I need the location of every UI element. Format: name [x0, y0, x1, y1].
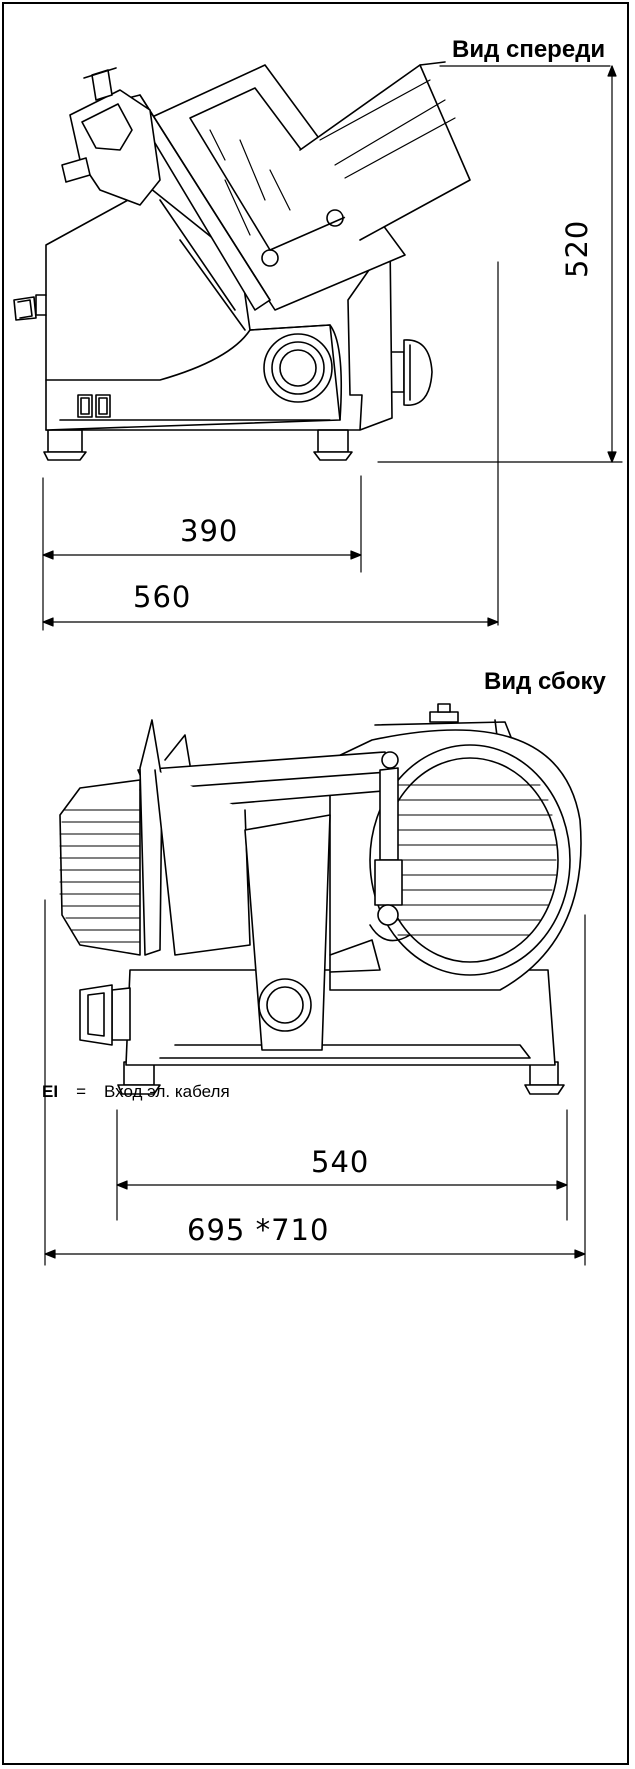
front-view-machine	[13, 61, 471, 461]
front-view-dimensions	[42, 65, 623, 631]
side-view-machine	[59, 703, 582, 1095]
dim-side-base-540: 540	[311, 1145, 370, 1179]
legend-text: Вход эл. кабеля	[104, 1082, 230, 1101]
dim-height-520: 520	[560, 219, 594, 278]
side-view-title: Вид сбоку	[484, 668, 606, 695]
front-view-title: Вид спереди	[452, 36, 606, 63]
dim-front-base-390: 390	[180, 514, 239, 548]
dim-side-total-695-710: 695 *710	[187, 1213, 330, 1247]
side-view-dimensions	[44, 899, 586, 1266]
legend-equals: =	[76, 1082, 86, 1101]
legend: EI = Вход эл. кабеля	[42, 1082, 230, 1102]
legend-key: EI	[42, 1082, 59, 1101]
dim-front-total-560: 560	[133, 580, 192, 614]
